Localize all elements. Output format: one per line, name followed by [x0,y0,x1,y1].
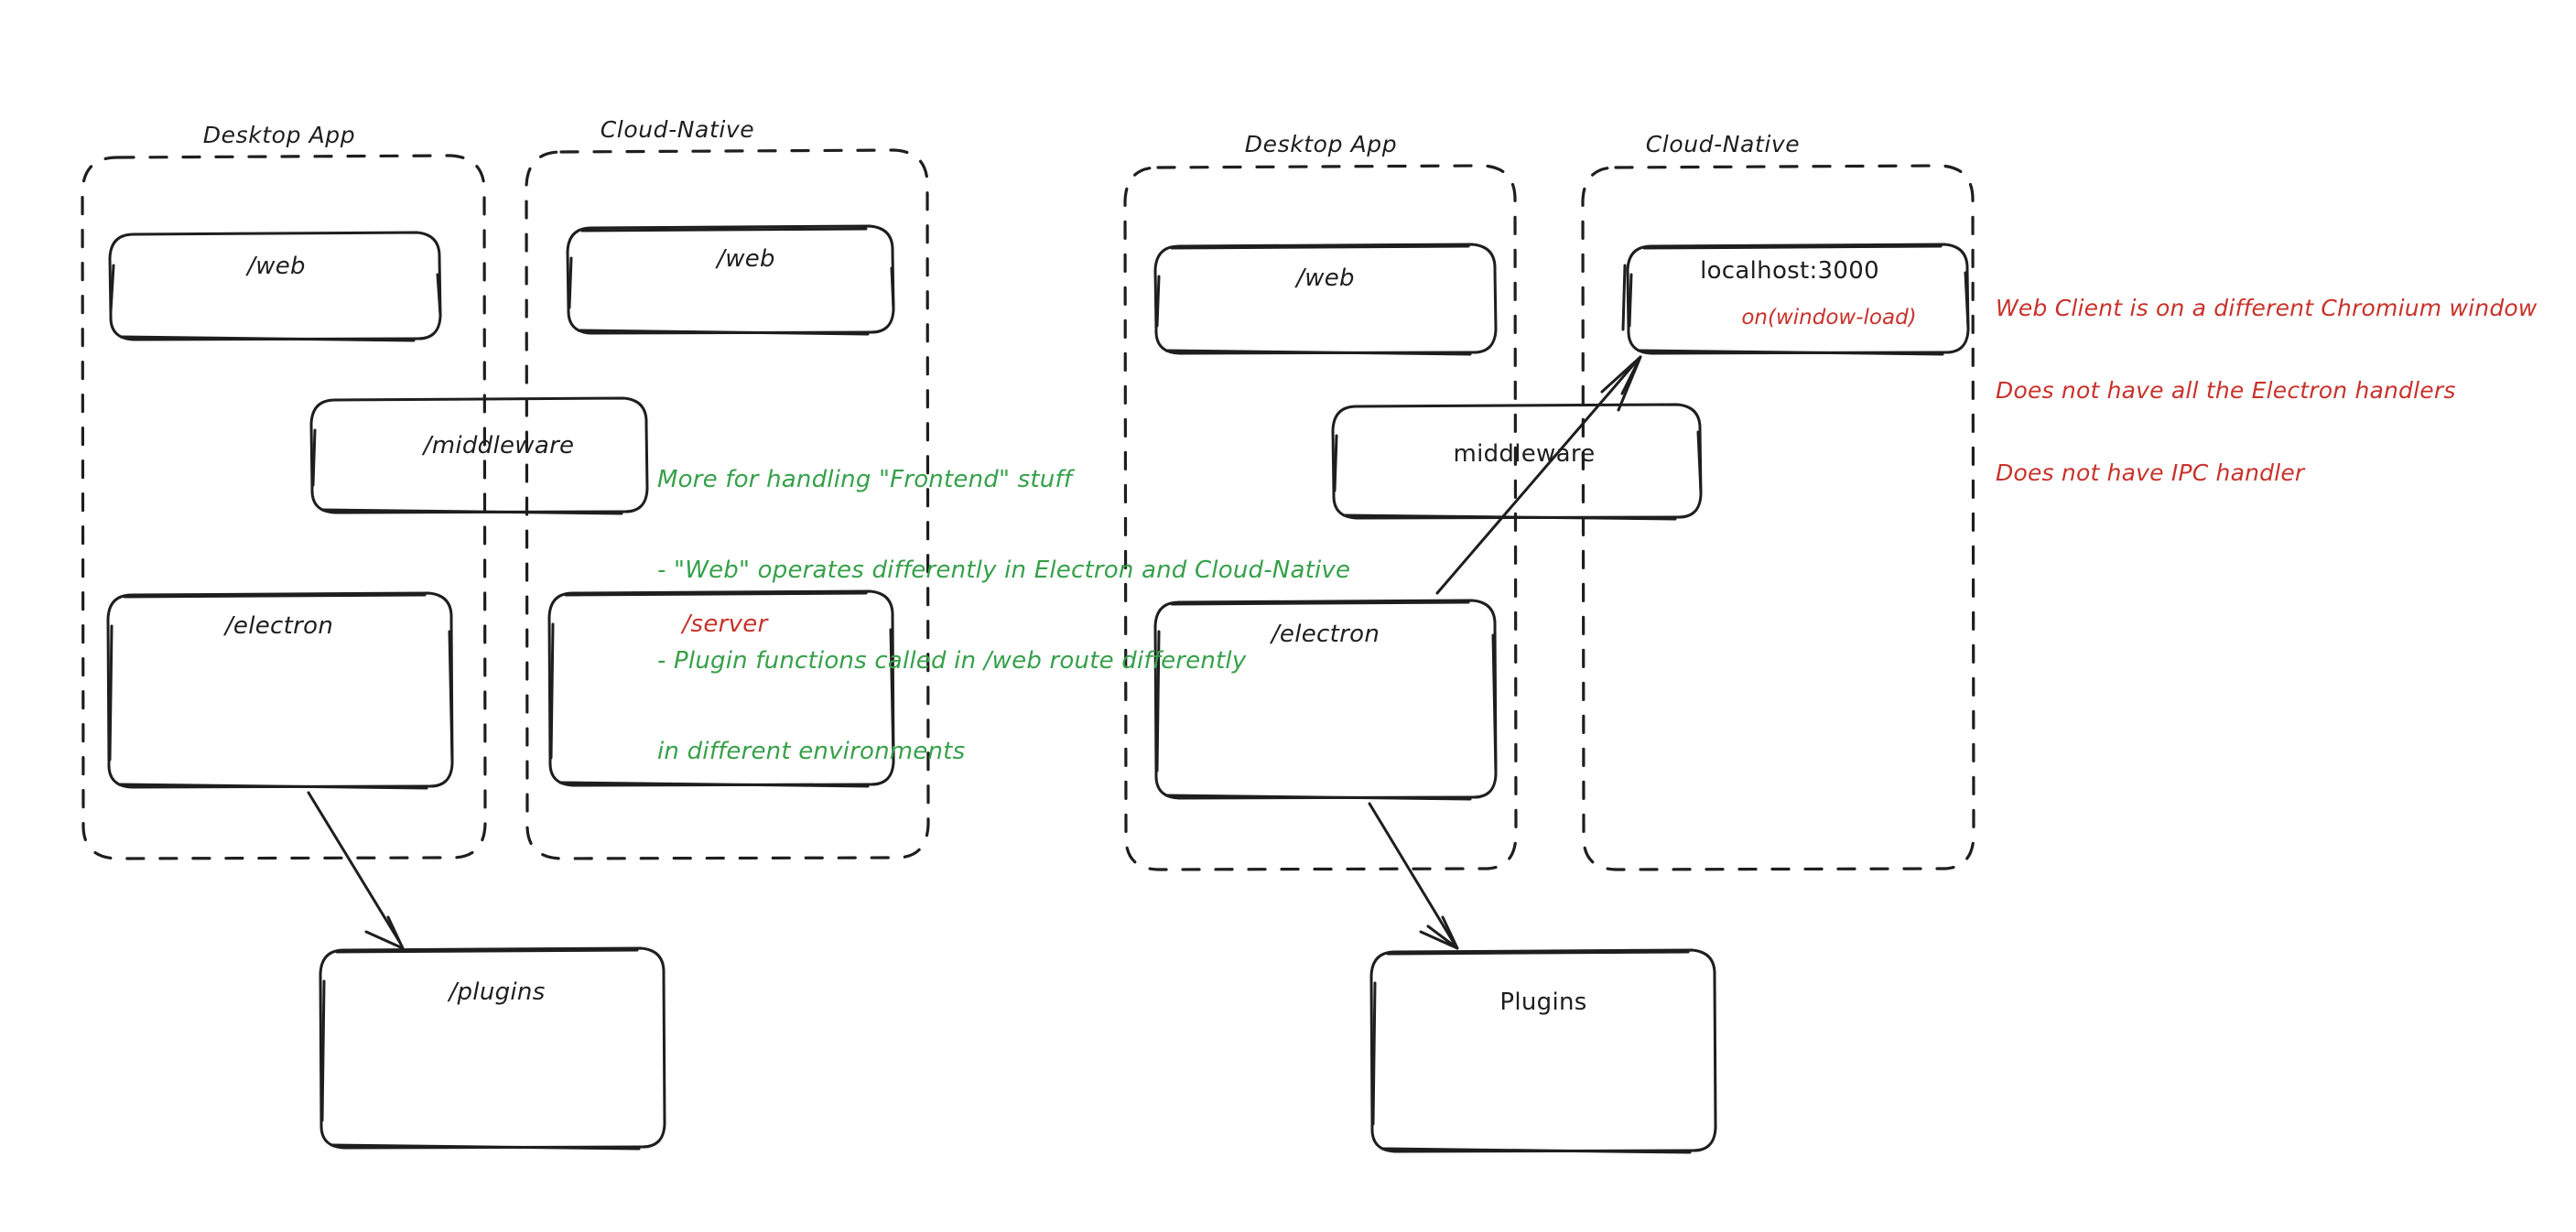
green-note-line-1: More for handling "Frontend" stuff [657,466,1073,493]
box-label-right-middleware: middleware [1453,440,1596,468]
box-outline-left-cloud-web [566,224,895,336]
box-label-right-plugins: Plugins [1499,989,1587,1016]
box-label-left-plugins: /plugins [449,978,546,1006]
box-label-left-desktop-web: /web [247,253,306,280]
box-label-left-electron: /electron [224,612,334,640]
box-label-left-server: /server [682,611,768,638]
red-annotation-note: Web Client is on a different Chromium wi… [1996,240,2538,542]
box-label-left-middleware: /middleware [423,432,575,459]
box-outline-right-plugins [1369,948,1717,1154]
group-label-left-cloud-native: Cloud-Native [600,116,755,143]
arrow-left-electron-to-plugins [307,791,405,950]
arrow-right-electron-to-plugins [1368,802,1459,950]
group-label-right-desktop-app: Desktop App [1244,131,1398,157]
box-label-left-cloud-web: /web [717,245,775,273]
green-note-line-2: - "Web" operates differently in Electron… [657,557,1351,584]
group-label-right-cloud-native: Cloud-Native [1645,131,1801,157]
box-label-right-desktop-web: /web [1296,265,1355,292]
group-label-left-desktop-app: Desktop App [202,122,356,148]
box-sublabel-right-localhost-onwindowload: on(window-load) [1741,306,1917,330]
box-outline-right-desktop-web [1153,243,1498,356]
box-outline-left-desktop-web [108,231,442,342]
red-note-line-1: Web Client is on a different Chromium wi… [1996,295,2538,321]
red-note-line-2: Does not have all the Electron handlers [1996,377,2456,404]
arrow-right-electron-to-localhost [1435,355,1642,595]
green-annotation-note: More for handling "Frontend" stuff - "We… [657,405,1350,827]
green-note-line-3: - Plugin functions called in /web route … [657,647,1247,675]
green-note-line-4: in different environments [657,738,966,765]
box-label-right-electron: /electron [1271,621,1380,648]
box-label-right-localhost: localhost:3000 [1700,257,1879,285]
red-note-line-3: Does not have IPC handler [1996,459,2305,486]
